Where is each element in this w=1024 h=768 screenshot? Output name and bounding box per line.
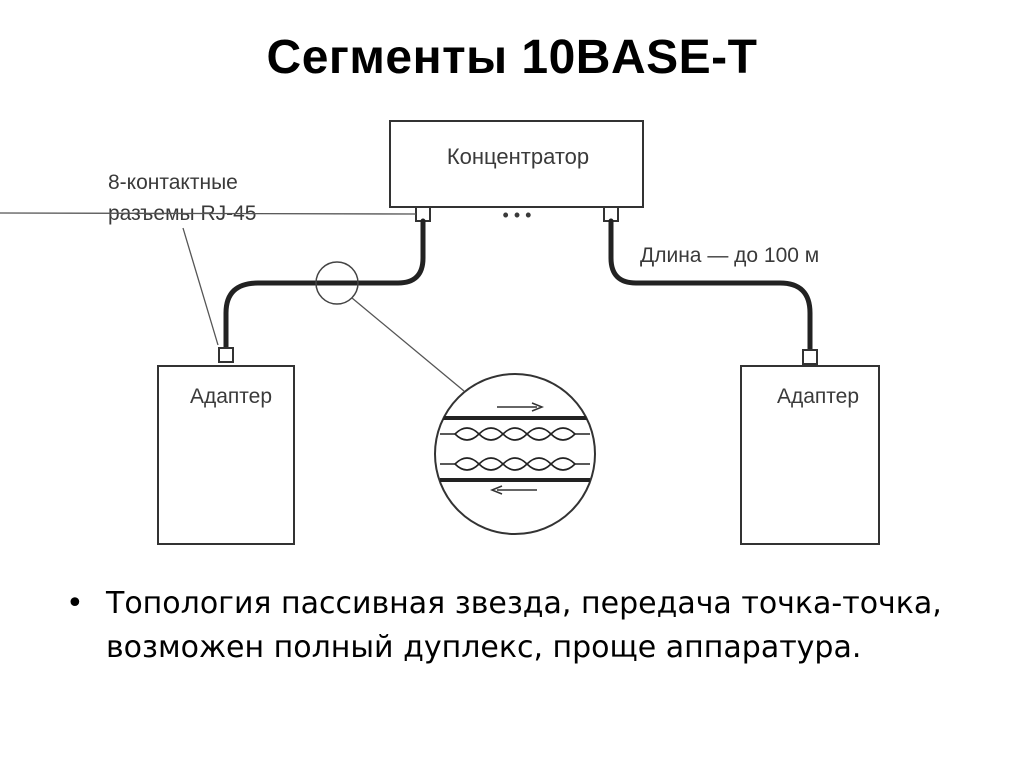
bullet-item: Топология пассивная звезда, передача точ…	[106, 586, 942, 665]
adapter-right-port	[802, 349, 818, 365]
cable-left	[223, 218, 426, 351]
adapter-right-box	[740, 365, 880, 545]
magnifier-small-circle	[315, 261, 359, 305]
magnifier-circle	[434, 373, 596, 535]
hub-label: Концентратор	[447, 144, 589, 169]
adapter-left-label: Адаптер	[190, 385, 272, 408]
magnifier-leader	[351, 297, 465, 392]
bullet-list: • Топология пассивная звезда, передача т…	[66, 582, 966, 670]
twisted-pair-detail	[440, 402, 590, 495]
pair-upper-twist-a	[454, 427, 576, 441]
slide-title: Сегменты 10BASE-T	[266, 31, 758, 84]
pair-lower-twist-a	[454, 457, 576, 471]
hub-box	[389, 120, 644, 208]
adapter-left-box	[157, 365, 295, 545]
pair-upper-twist-b	[454, 427, 576, 441]
cable-right	[608, 218, 813, 352]
connector-leader-hub	[0, 212, 417, 215]
arrow-left-head	[489, 485, 503, 495]
adapter-left-port	[218, 347, 234, 363]
arrow-right-head	[531, 402, 545, 412]
ellipsis: • • •	[503, 205, 532, 225]
pair-lower-twist-b	[454, 457, 576, 471]
bullet-marker: •	[66, 586, 84, 621]
connector-label-line1: 8-контактные	[108, 171, 238, 194]
adapter-right-label: Адаптер	[777, 385, 859, 408]
connector-leader-adapter	[182, 227, 219, 346]
length-label: Длина — до 100 м	[640, 244, 819, 267]
